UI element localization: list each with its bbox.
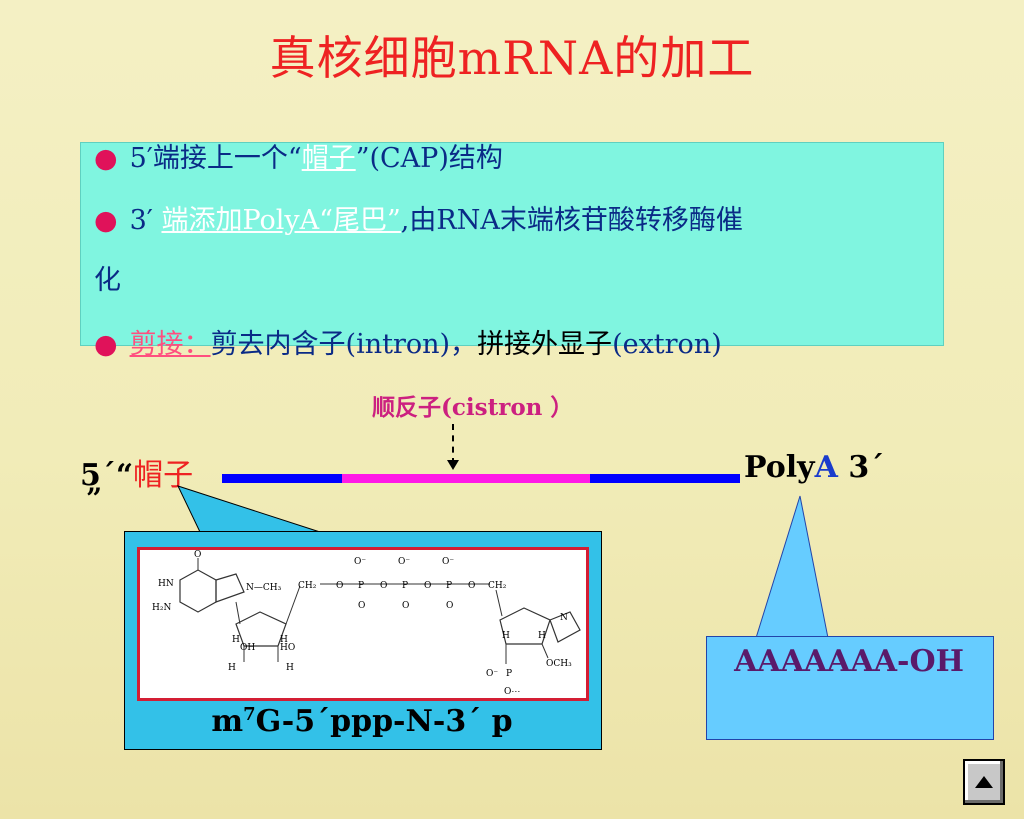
- polya-link[interactable]: 端添加PolyA“尾巴”: [161, 205, 401, 236]
- splicing-link[interactable]: 剪接：: [129, 329, 211, 360]
- bullet-splicing-end: (extron): [612, 329, 722, 360]
- bullet-dot-icon: ●: [94, 329, 118, 360]
- cistron-pointer-line: [452, 424, 454, 464]
- bullet-dot-icon: ●: [94, 143, 118, 174]
- bullet-splicing-exon: 拼接外显子: [477, 329, 613, 360]
- struct-o-5: O: [358, 601, 365, 611]
- struct-ch2-2: CH₂: [488, 581, 507, 591]
- cap-formula: m7G-5´ppp-N-3´ p: [124, 704, 600, 739]
- arrow-down-icon: [447, 460, 459, 470]
- bullet-polya-suffix: ,由RNA末端核苷酸转移酶催: [400, 205, 743, 236]
- struct-h-5: H: [502, 631, 510, 641]
- mrna-segment-5prime: [222, 474, 342, 483]
- struct-p-1: P: [358, 581, 364, 591]
- bullet-cap-suffix: ”(CAP)结构: [355, 143, 503, 174]
- cap-formula-superscript: 7: [243, 704, 256, 725]
- struct-o-2: O: [380, 581, 387, 591]
- tail-callout-pointer: [755, 495, 829, 639]
- struct-p-2: P: [402, 581, 408, 591]
- page-title: 真核细胞mRNA的加工: [269, 31, 755, 85]
- struct-o-minus-4: O⁻: [486, 669, 498, 679]
- struct-ch2-1: CH₂: [298, 581, 317, 591]
- cap-formula-rest: G-5´ppp-N-3´ p: [255, 704, 513, 739]
- cap-link[interactable]: 帽子: [301, 143, 356, 174]
- bullet-splicing: ● 剪接：剪去内含子(intron)，拼接外显子(extron): [94, 322, 722, 361]
- struct-ho-1: HO: [280, 643, 295, 653]
- mrna-segment-3prime: [590, 474, 740, 483]
- slide-nav-up-button[interactable]: [963, 759, 1005, 805]
- cap-structure-figure: O HN H₂N N—CH₃ H H OH HO H H CH₂ O P O P…: [137, 547, 589, 701]
- polya-tail-text: AAAAAAA-OH: [734, 644, 964, 679]
- ribose-bond-ch2-2: [495, 589, 503, 617]
- struct-n-2: N: [560, 613, 568, 623]
- glycosidic-bond-1: [235, 601, 241, 625]
- three-prime-text: 3´: [837, 450, 885, 485]
- struct-n-ch3: N—CH₃: [246, 583, 282, 593]
- struct-p-3: P: [446, 581, 452, 591]
- struct-o-4: O: [468, 581, 475, 591]
- bullet-polya: ● 3′ 端添加PolyA“尾巴”,由RNA末端核苷酸转移酶催: [94, 198, 743, 237]
- cistron-label: 顺反子(cistron ）: [372, 394, 574, 421]
- poly-text: Poly: [744, 450, 815, 485]
- struct-o-dots: O⋯: [504, 687, 520, 697]
- mrna-segment-cistron: [342, 474, 590, 483]
- bullet-dot-icon: ●: [94, 205, 118, 236]
- bullet-panel: [80, 142, 944, 346]
- cap-structure-diagram: O HN H₂N N—CH₃ H H OH HO H H CH₂ O P O P…: [152, 550, 581, 697]
- bullet-cap-prefix: 5′端接上一个“: [129, 143, 302, 174]
- base-ring-2: [549, 611, 581, 643]
- cap-formula-m: m: [211, 704, 244, 739]
- ribose-bond-ch2-1: [285, 585, 301, 625]
- struct-oh-1: OH: [240, 643, 255, 653]
- ribose-bond-och3: [541, 643, 549, 659]
- cap-callout-pointer: [177, 485, 321, 533]
- struct-o-minus-1: O⁻: [354, 557, 366, 567]
- five-prime-text: 5´“: [80, 458, 134, 493]
- ribose-ring-2: [499, 607, 551, 645]
- bullet-polya-prefix: 3′: [129, 205, 153, 236]
- bullet-splicing-mid: 剪去内含子(intron)，: [210, 329, 478, 360]
- struct-h-3: H: [228, 663, 236, 673]
- close-quote: ”: [86, 482, 103, 515]
- struct-och3: OCH₃: [546, 659, 572, 669]
- struct-h-2: H: [280, 635, 288, 645]
- struct-o-6: O: [402, 601, 409, 611]
- triangle-up-icon: [975, 776, 993, 788]
- struct-h-4: H: [286, 663, 294, 673]
- guanine-six-ring: [179, 569, 217, 613]
- struct-o-1: O: [336, 581, 343, 591]
- polya-tail-callout: [706, 636, 994, 740]
- poly-a-letter: A: [814, 450, 838, 485]
- struct-h-1: H: [232, 635, 240, 645]
- bullet-polya-continued: 化: [94, 265, 121, 296]
- struct-h-6: H: [538, 631, 546, 641]
- struct-o-minus-3: O⁻: [442, 557, 454, 567]
- guanine-five-ring: [215, 573, 245, 603]
- bullet-cap: ● 5′端接上一个“帽子”(CAP)结构: [94, 136, 503, 175]
- ribose-ring-1: [235, 611, 287, 647]
- struct-p-4: P: [506, 669, 512, 679]
- polya-label: PolyA 3´: [744, 450, 884, 485]
- struct-h2n: H₂N: [152, 603, 171, 613]
- struct-o-3: O: [424, 581, 431, 591]
- struct-o-minus-2: O⁻: [398, 557, 410, 567]
- struct-hn: HN: [158, 579, 174, 589]
- struct-o-7: O: [446, 601, 453, 611]
- struct-o-top: O: [194, 550, 201, 560]
